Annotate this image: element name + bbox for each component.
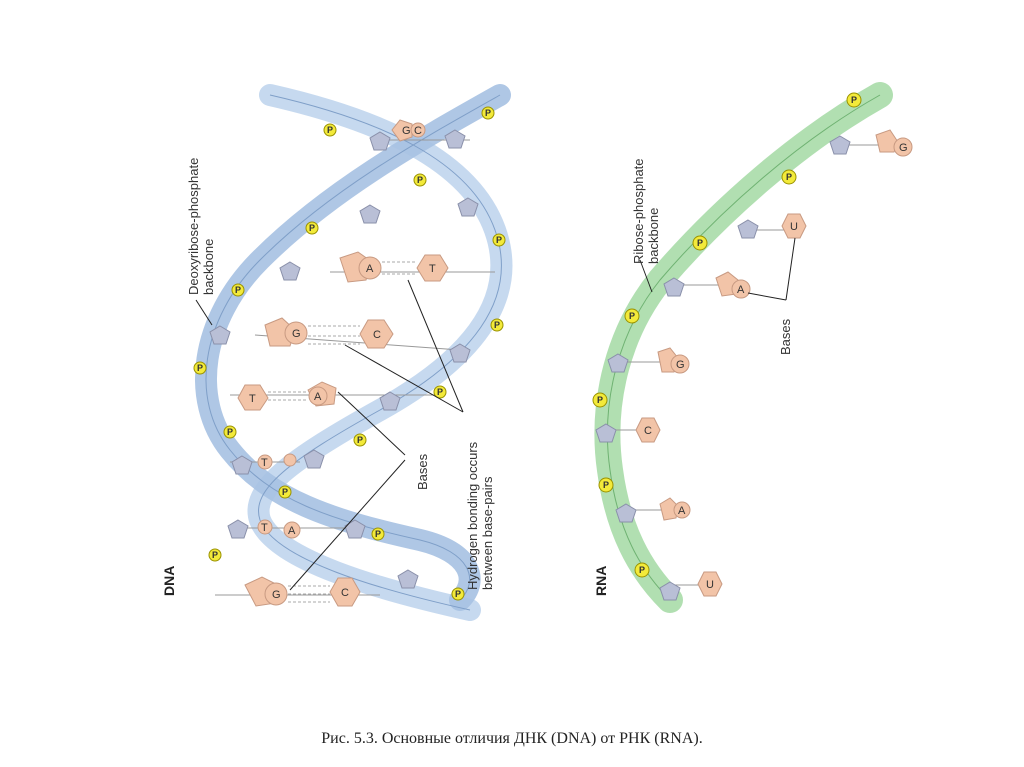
svg-text:P: P xyxy=(603,480,609,490)
base-letter: U xyxy=(706,579,714,591)
base-letter: A xyxy=(288,525,296,537)
phosphate-icon: P xyxy=(693,236,707,250)
base-letter: G xyxy=(272,589,281,601)
dna-base-pair: G C xyxy=(245,577,360,606)
phosphate-icon: P xyxy=(414,174,426,186)
rna-base: C xyxy=(636,418,660,442)
rna-base: U xyxy=(782,214,806,238)
base-letter: T xyxy=(429,263,436,275)
rna-bases: G U A G C A xyxy=(636,130,912,596)
dna-base-pair: G C xyxy=(265,318,393,348)
rna-base: G xyxy=(876,130,912,156)
rna-backbone-label: Ribose-phosphatebackbone xyxy=(631,158,661,264)
base-letter: C xyxy=(414,125,422,137)
svg-text:P: P xyxy=(357,435,363,445)
phosphate-icon: P xyxy=(593,393,607,407)
base-letter: T xyxy=(249,393,256,405)
svg-text:P: P xyxy=(494,320,500,330)
dna-base-pair: T A xyxy=(238,382,336,410)
base-letter: G xyxy=(899,142,908,154)
base-letter: C xyxy=(644,425,652,437)
phosphate-icon: P xyxy=(194,362,206,374)
phosphate-icon: P xyxy=(232,284,244,296)
svg-text:P: P xyxy=(197,363,203,373)
dna-backbone-label: Deoxyribose-phosphatebackbone xyxy=(186,158,216,295)
phosphate-icon: P xyxy=(493,234,505,246)
rna-strand-group: G U A G C A xyxy=(593,93,912,600)
svg-text:P: P xyxy=(786,172,792,182)
dna-hbond-label: Hydrogen bonding occursbetween base-pair… xyxy=(465,441,495,590)
rna-strand xyxy=(607,95,880,600)
svg-text:P: P xyxy=(697,238,703,248)
base-letter: A xyxy=(366,263,374,275)
phosphate-icon: P xyxy=(625,309,639,323)
dna-base-pair: A T xyxy=(340,252,448,282)
phosphate-icon: P xyxy=(599,478,613,492)
figure-caption: Рис. 5.3. Основные отличия ДНК (DNA) от … xyxy=(0,730,1024,748)
svg-text:P: P xyxy=(597,395,603,405)
rna-base: A xyxy=(716,272,750,298)
phosphate-icon: P xyxy=(354,434,366,446)
svg-text:P: P xyxy=(227,427,233,437)
svg-text:P: P xyxy=(235,285,241,295)
base-letter: C xyxy=(373,329,381,341)
phosphate-icon: P xyxy=(306,222,318,234)
svg-text:P: P xyxy=(485,108,491,118)
base-letter: U xyxy=(790,221,798,233)
phosphate-icon: P xyxy=(279,486,291,498)
phosphate-icon: P xyxy=(482,107,494,119)
base-letter: T xyxy=(261,457,268,469)
phosphate-icon: P xyxy=(635,563,649,577)
svg-text:P: P xyxy=(639,565,645,575)
rna-base: U xyxy=(698,572,722,596)
base-letter: G xyxy=(402,125,411,137)
phosphate-icon: P xyxy=(224,426,236,438)
phosphate-icon: P xyxy=(452,588,464,600)
svg-text:P: P xyxy=(496,235,502,245)
svg-text:P: P xyxy=(309,223,315,233)
phosphate-icon: P xyxy=(324,124,336,136)
dna-bases-label: Bases xyxy=(415,453,430,490)
base-letter: T xyxy=(261,522,268,534)
svg-text:P: P xyxy=(455,589,461,599)
rna-base: A xyxy=(660,498,690,520)
svg-text:P: P xyxy=(417,175,423,185)
rna-base: G xyxy=(658,348,689,373)
phosphate-icon: P xyxy=(782,170,796,184)
phosphate-icon: P xyxy=(491,319,503,331)
svg-text:P: P xyxy=(851,95,857,105)
base-letter: A xyxy=(737,284,745,296)
rna-bases-label: Bases xyxy=(778,318,793,355)
base-letter: G xyxy=(676,359,685,371)
svg-text:P: P xyxy=(282,487,288,497)
phosphate-icon: P xyxy=(209,549,221,561)
base-letter: A xyxy=(314,391,322,403)
svg-text:P: P xyxy=(437,387,443,397)
base-letter: C xyxy=(341,587,349,599)
rna-title: RNA xyxy=(593,566,609,596)
phosphate-icon: P xyxy=(847,93,861,107)
svg-text:P: P xyxy=(212,550,218,560)
phosphate-icon: P xyxy=(372,528,384,540)
svg-text:P: P xyxy=(327,125,333,135)
dna-title: DNA xyxy=(161,566,177,596)
svg-text:P: P xyxy=(629,311,635,321)
base-letter: A xyxy=(678,505,686,517)
base-letter: G xyxy=(292,328,301,340)
dna-helix: G C A T G C xyxy=(161,95,505,610)
svg-text:P: P xyxy=(375,529,381,539)
